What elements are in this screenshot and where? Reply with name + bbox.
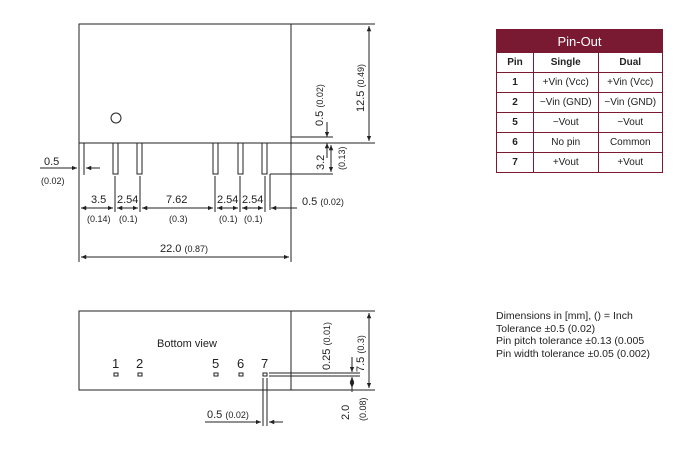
bottom-pin-5 <box>213 372 219 377</box>
pin-1 <box>112 142 119 175</box>
note-line: Pin width tolerance ±0.05 (0.002) <box>496 347 651 360</box>
pin-2 <box>136 142 143 175</box>
single-cell: −Vin (GND) <box>533 92 599 113</box>
bottom-pin-number-1: 1 <box>112 356 119 371</box>
pinout-header-row: Pin Single Dual <box>496 52 663 73</box>
dim-first-inch-label: (0.14) <box>87 214 111 224</box>
dimension-notes: Dimensions in [mm], () = Inch Tolerance … <box>496 310 650 360</box>
bottom-pin-2 <box>137 372 143 377</box>
dim-pin-width-label: 0.5 (0.02) <box>207 409 249 421</box>
side-view-labels: 12.5 (0.49) 0.5 (0.02) 3.2 (0.13) 0.5 (0… <box>41 64 367 255</box>
dim-pitch-label-2: 2.54 <box>217 194 238 206</box>
pinout-header-dual: Dual <box>597 52 663 73</box>
table-row: 1 +Vin (Vcc) +Vin (Vcc) <box>496 72 663 93</box>
dual-cell: Common <box>597 132 663 153</box>
dual-cell: −Vout <box>597 112 663 133</box>
dim-pitch-inch-label-2: (0.1) <box>219 214 238 224</box>
pin-number-cell: 7 <box>496 152 534 173</box>
dim-pitch-label: 2.54 <box>117 194 138 206</box>
dim-left-gap-inch-label: (0.02) <box>41 176 65 186</box>
bottom-pin-6 <box>238 372 244 377</box>
pin-number-cell: 1 <box>496 72 534 93</box>
pinout-title: Pin-Out <box>496 29 663 53</box>
dim-width-label: 22.0 (0.87) <box>160 243 208 255</box>
pinout-header-pin: Pin <box>496 52 534 73</box>
pin-number-cell: 2 <box>496 92 534 113</box>
bottom-view <box>78 310 375 426</box>
pin-number-cell: 6 <box>496 132 534 153</box>
pin1-marker-circle <box>110 112 122 124</box>
pinout-header-single: Single <box>533 52 599 73</box>
dim-pitch-inch-label-3: (0.1) <box>244 214 263 224</box>
dim-height-label: 12.5 (0.49) <box>355 64 367 112</box>
table-row: 7 +Vout +Vout <box>496 152 663 173</box>
dual-cell: +Vout <box>597 152 663 173</box>
pin-5 <box>212 142 219 175</box>
dim-edge-inch-label: (0.08) <box>358 397 368 421</box>
dim-pitch-inch-label: (0.1) <box>119 214 138 224</box>
table-row: 5 −Vout −Vout <box>496 112 663 133</box>
table-row: 2 −Vin (GND) −Vin (GND) <box>496 92 663 113</box>
bottom-body-outline <box>78 310 292 391</box>
bottom-pin-number-7: 7 <box>261 356 268 371</box>
pin-7 <box>261 142 268 175</box>
note-line: Pin pitch tolerance ±0.13 (0.005 <box>496 335 645 347</box>
dim-gap-label: 7.62 <box>166 194 187 206</box>
dual-cell: −Vin (GND) <box>597 92 663 113</box>
table-row: 6 No pin Common <box>496 132 663 153</box>
single-cell: −Vout <box>533 112 599 133</box>
bottom-view-label: Bottom view <box>157 338 217 350</box>
pin-6 <box>237 142 244 175</box>
dim-left-gap-label: 0.5 <box>44 156 59 168</box>
dim-pin-offset-label: 0.25 (0.01) <box>321 322 333 370</box>
single-cell: No pin <box>533 132 599 153</box>
dim-edge-label: 2.0 <box>340 405 352 420</box>
note-line: Tolerance ±0.5 (0.02) <box>496 322 596 335</box>
dim-pitch-label-3: 2.54 <box>242 194 263 206</box>
dual-cell: +Vin (Vcc) <box>597 72 663 93</box>
note-line: Dimensions in [mm], () = Inch <box>496 310 633 322</box>
bottom-pin-number-2: 2 <box>136 356 143 371</box>
dim-depth-label: 7.5 (0.3) <box>355 335 367 372</box>
dim-first-label: 3.5 <box>91 194 106 206</box>
module-body-outline <box>78 23 292 144</box>
bottom-pin-number-6: 6 <box>237 356 244 371</box>
bottom-pin-number-5: 5 <box>212 356 219 371</box>
bottom-pin-1 <box>113 372 119 377</box>
bottom-pin-7 <box>262 372 268 377</box>
dim-gap-inch-label: (0.3) <box>169 214 188 224</box>
dim-standoff-label: 0.5 (0.02) <box>314 84 326 126</box>
side-view <box>40 23 375 262</box>
dim-right-gap-label: 0.5 (0.02) <box>302 196 344 208</box>
bottom-view-labels: Bottom view 1 2 5 6 7 7.5 (0.3) 0.25 (0.… <box>112 322 368 421</box>
dim-pin-len-label: 3.2 <box>315 155 327 170</box>
pinout-table: Pin-Out Pin Single Dual 1 +Vin (Vcc) +Vi… <box>496 29 663 173</box>
single-cell: +Vin (Vcc) <box>533 72 599 93</box>
dim-pin-len-inch-label: (0.13) <box>337 146 347 170</box>
single-cell: +Vout <box>533 152 599 173</box>
pin-number-cell: 5 <box>496 112 534 133</box>
